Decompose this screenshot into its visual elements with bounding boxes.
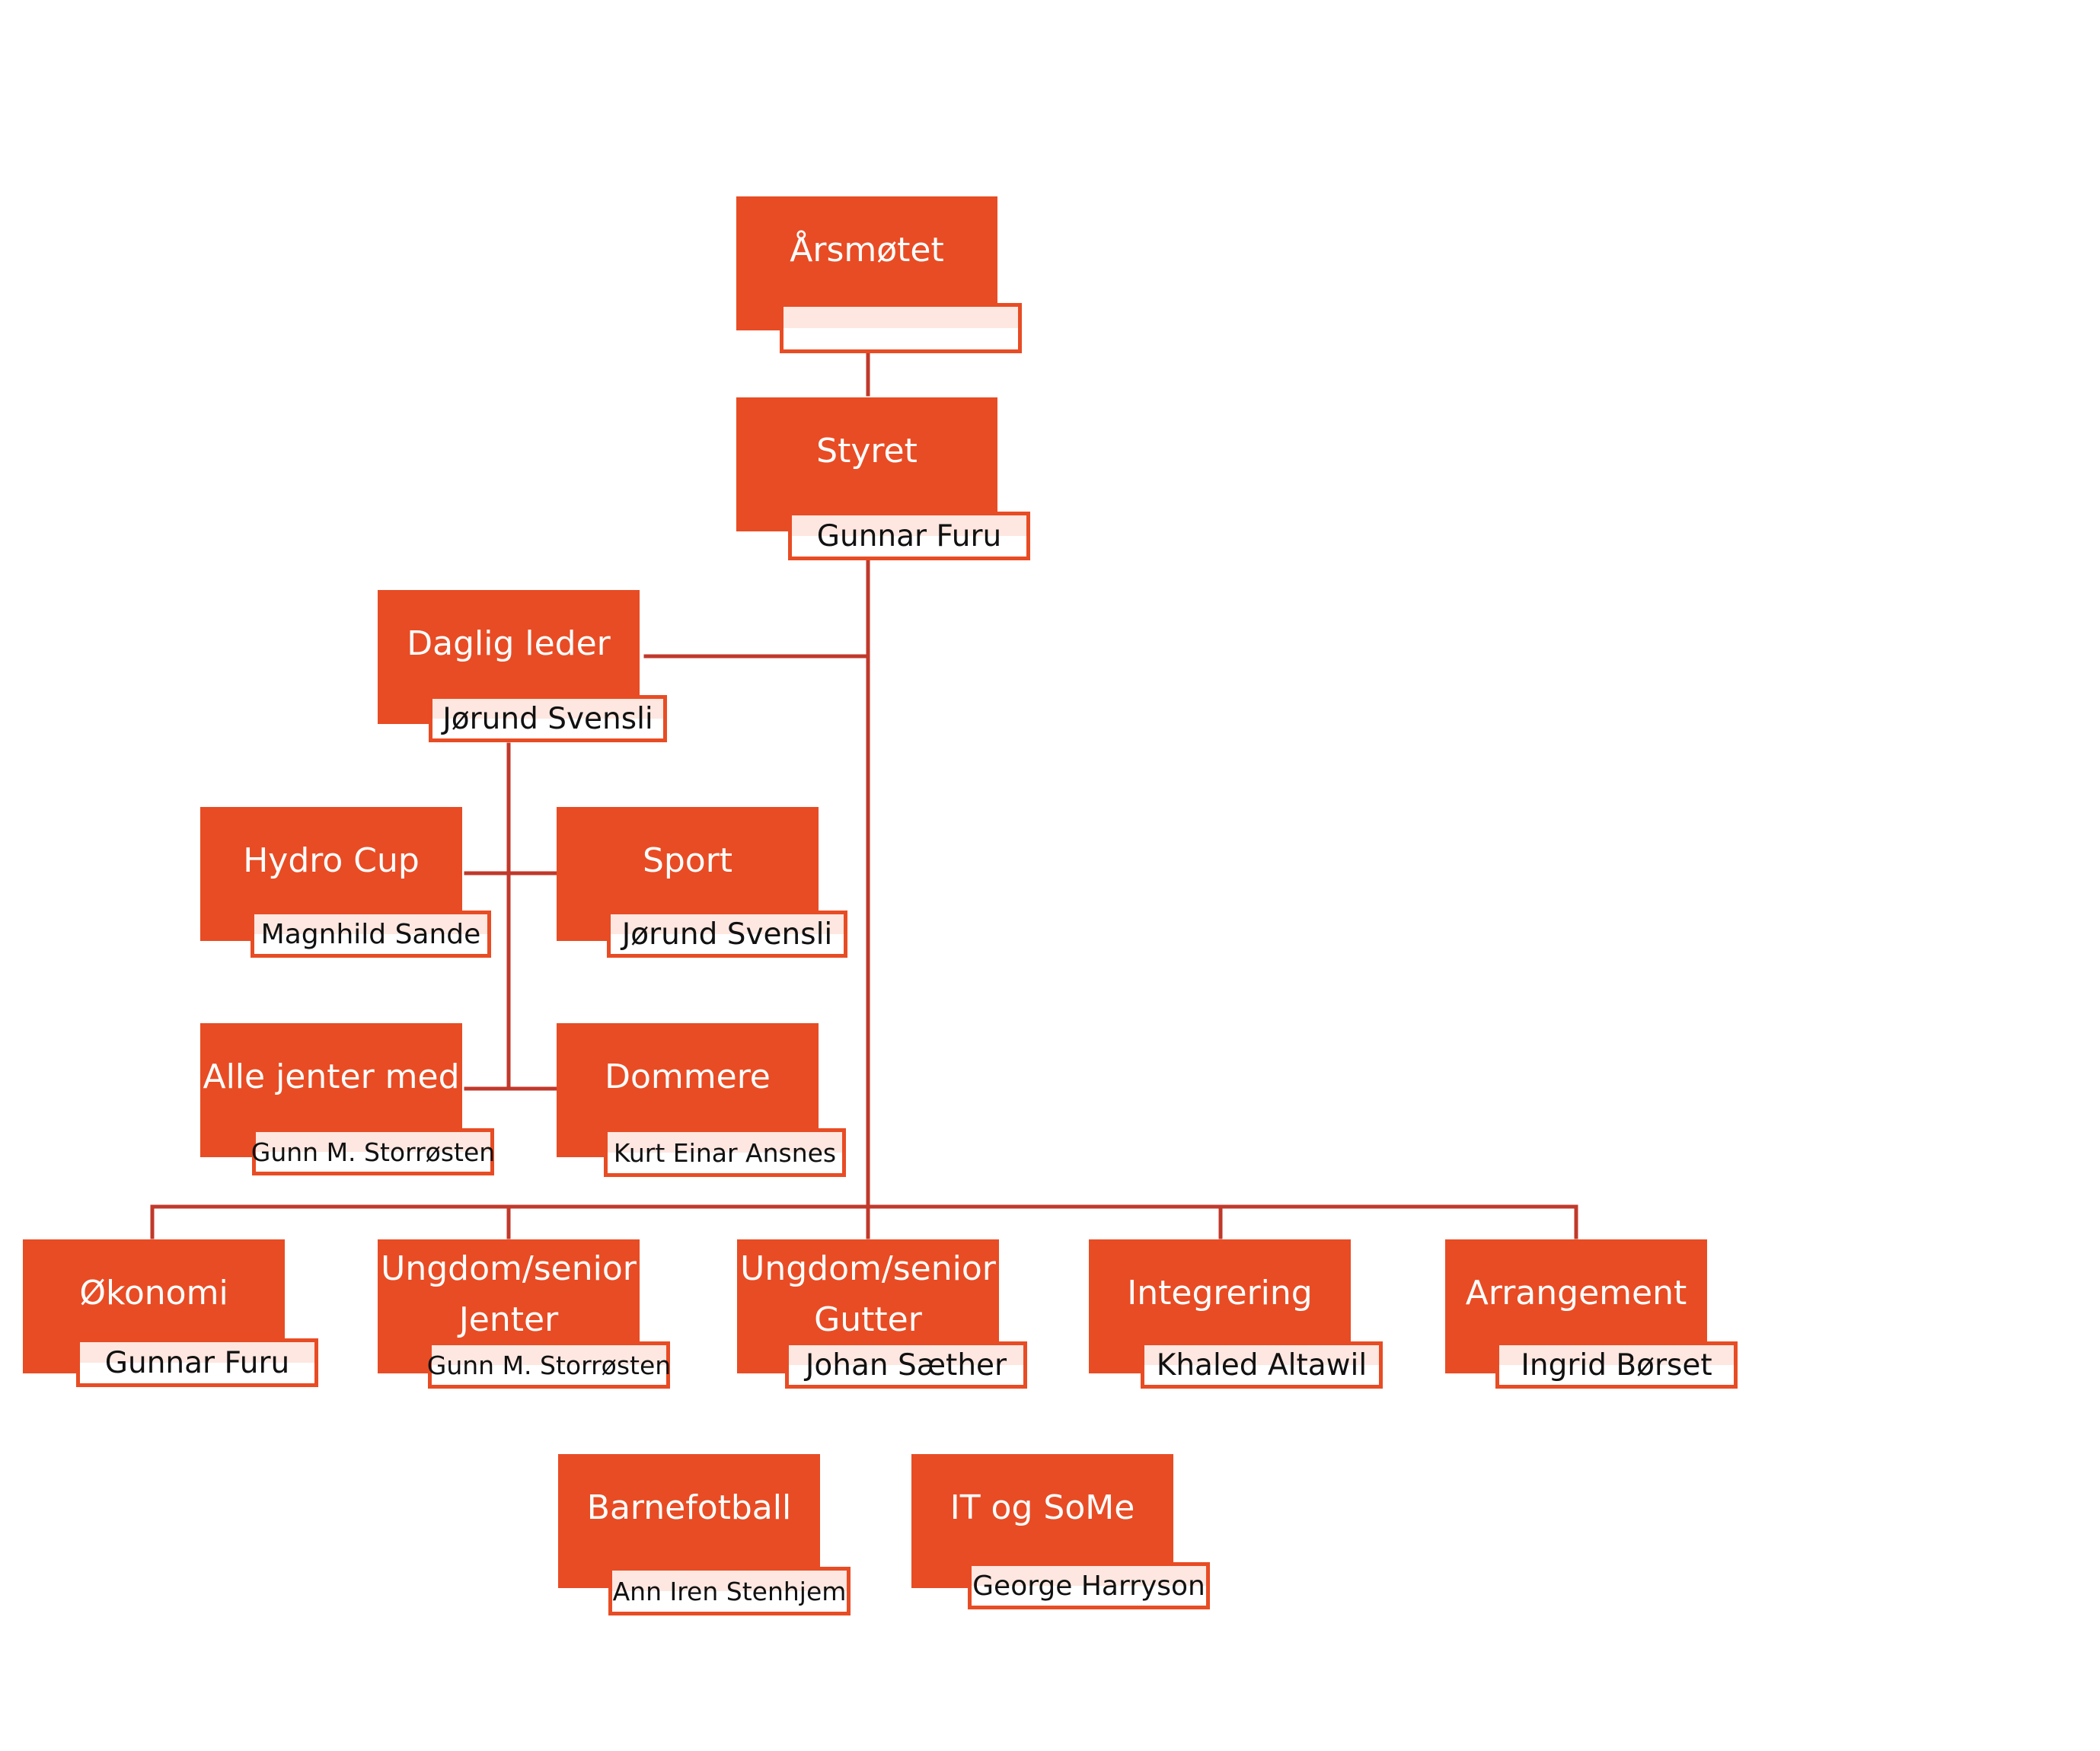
person-barnefotball: Ann Iren Stenhjem: [612, 1576, 847, 1606]
title2-ungdom-jenter: Jenter: [458, 1300, 559, 1340]
label-dommere: Kurt Einar Ansnes: [604, 1128, 846, 1177]
node-ungdom-gutter: Ungdom/senior Gutter Johan Sæther: [737, 1239, 1027, 1389]
person-sport: Jørund Svensli: [621, 917, 833, 952]
title-it-some: IT og SoMe: [949, 1488, 1135, 1527]
title-arrangement: Arrangement: [1465, 1274, 1687, 1312]
title-okonomi: Økonomi: [79, 1274, 228, 1312]
title-barnefotball: Barnefotball: [586, 1488, 792, 1527]
person-styret: Gunnar Furu: [816, 518, 1002, 553]
person-daglig-leder: Jørund Svensli: [442, 701, 653, 736]
node-it-some: IT og SoMe George Harryson: [911, 1454, 1210, 1609]
label-ungdom-jenter: Gunn M. Storrøsten: [426, 1341, 672, 1389]
node-barnefotball: Barnefotball Ann Iren Stenhjem: [558, 1454, 851, 1615]
label-arrangement: Ingrid Børset: [1495, 1341, 1738, 1389]
node-arsmotet: Årsmøtet: [736, 196, 1022, 353]
title-ungdom-gutter: Ungdom/senior: [740, 1249, 996, 1288]
person-ungdom-gutter: Johan Sæther: [805, 1348, 1007, 1383]
label-daglig-leder: Jørund Svensli: [429, 695, 667, 742]
person-alle-jenter-med: Gunn M. Storrøsten: [251, 1137, 496, 1167]
person-dommere: Kurt Einar Ansnes: [613, 1137, 837, 1168]
person-hydro-cup: Magnhild Sande: [260, 918, 481, 950]
label-integrering: Khaled Altawil: [1141, 1341, 1383, 1389]
label-ungdom-gutter: Johan Sæther: [785, 1341, 1027, 1389]
box-styret: Styret: [736, 397, 997, 531]
title-daglig-leder: Daglig leder: [407, 624, 611, 663]
person-ungdom-jenter: Gunn M. Storrøsten: [426, 1350, 672, 1380]
label-styret: Gunnar Furu: [788, 512, 1030, 560]
title2-ungdom-gutter: Gutter: [814, 1300, 922, 1340]
person-integrering: Khaled Altawil: [1156, 1348, 1368, 1383]
label-okonomi: Gunnar Furu: [76, 1338, 318, 1387]
label-sport: Jørund Svensli: [607, 911, 847, 958]
node-daglig-leder: Daglig leder Jørund Svensli: [378, 590, 667, 742]
node-hydro-cup: Hydro Cup Magnhild Sande: [200, 807, 491, 958]
node-okonomi: Økonomi Gunnar Furu: [23, 1239, 318, 1387]
title-dommere: Dommere: [605, 1057, 771, 1096]
node-arrangement: Arrangement Ingrid Børset: [1445, 1239, 1738, 1389]
label-hydro-cup: Magnhild Sande: [251, 911, 491, 958]
title-integrering: Integrering: [1127, 1274, 1313, 1312]
person-okonomi: Gunnar Furu: [104, 1345, 290, 1380]
title-arsmotet: Årsmøtet: [790, 231, 944, 270]
node-dommere: Dommere Kurt Einar Ansnes: [557, 1023, 846, 1177]
node-alle-jenter-med: Alle jenter med Gunn M. Storrøsten: [200, 1023, 495, 1175]
box-barnefotball: Barnefotball: [558, 1454, 820, 1588]
title-sport: Sport: [642, 841, 733, 880]
person-arrangement: Ingrid Børset: [1521, 1348, 1712, 1383]
label-barnefotball: Ann Iren Stenhjem: [608, 1567, 851, 1615]
label-alle-jenter-med: Gunn M. Storrøsten: [251, 1128, 496, 1175]
node-sport: Sport Jørund Svensli: [557, 807, 847, 958]
label-it-some: George Harryson: [968, 1562, 1210, 1609]
title-alle-jenter-med: Alle jenter med: [203, 1057, 460, 1096]
node-styret: Styret Gunnar Furu: [736, 397, 1030, 560]
title-ungdom-jenter: Ungdom/senior: [381, 1249, 637, 1288]
person-it-some: George Harryson: [972, 1570, 1205, 1602]
node-integrering: Integrering Khaled Altawil: [1089, 1239, 1383, 1389]
node-ungdom-jenter: Ungdom/senior Jenter Gunn M. Storrøsten: [378, 1239, 671, 1389]
title-hydro-cup: Hydro Cup: [243, 841, 420, 880]
label-arsmotet: [780, 303, 1022, 353]
title-styret: Styret: [816, 432, 918, 470]
